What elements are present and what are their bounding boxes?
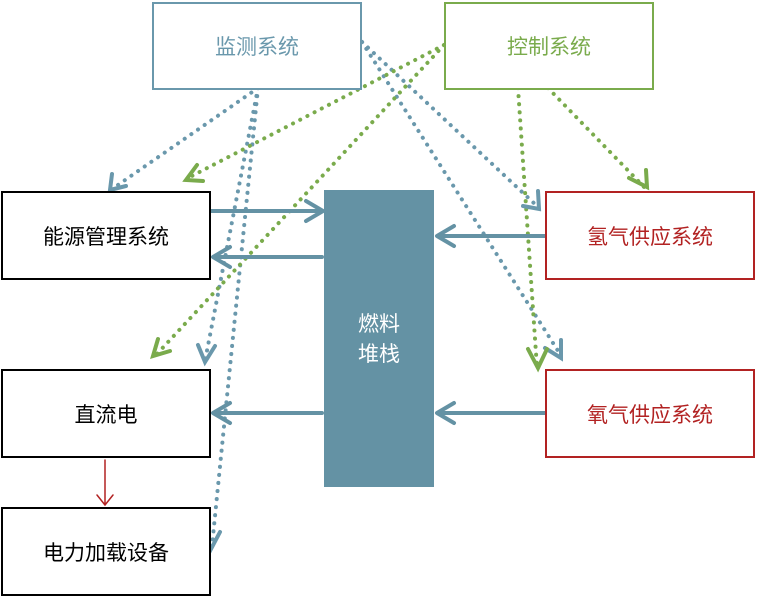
edge-monitor-dc [203,86,260,363]
edge-monitor-h2 [360,40,539,208]
edge-monitor-o2 [360,40,562,356]
arrowhead-monitor-energy [107,172,128,193]
monitor-system-node: 监测系统 [152,2,362,90]
hydrogen-supply-label: 氢气供应系统 [587,224,713,249]
monitor-system-label: 监测系统 [215,35,299,59]
fuel-stack-label-line1: 燃料 [358,311,400,336]
arrow-o2-to-stack [435,401,549,425]
arrowhead-control-dc [150,337,172,359]
control-system-node: 控制系统 [444,2,654,90]
oxygen-supply-node: 氧气供应系统 [545,369,755,458]
energy-management-node: 能源管理系统 [1,191,211,280]
fuel-stack-label-line2: 堆栈 [358,341,400,366]
edge-monitor-load [210,86,260,548]
arrowhead-control-o2 [526,347,549,373]
oxygen-supply-label: 氧气供应系统 [587,402,713,427]
arrow-stack-to-energy [211,245,324,269]
hydrogen-supply-node: 氢气供应系统 [545,191,755,280]
edge-monitor-energy [113,86,260,189]
energy-management-label: 能源管理系统 [43,224,169,249]
edge-control-o2 [516,86,539,370]
direct-current-node: 直流电 [1,369,211,458]
direct-current-label: 直流电 [74,402,138,427]
arrowhead-monitor-h2 [521,189,542,212]
arrow-dc-to-load [96,459,114,507]
edge-control-dc [154,43,446,357]
arrowhead-control-energy [182,163,205,183]
arrowhead-monitor-o2 [543,338,563,362]
arrowhead-control-h2 [627,168,650,191]
arrow-energy-to-stack [206,199,325,223]
arrow-stack-to-dc [211,401,324,425]
fuel-stack-node: 燃料 堆栈 [324,190,434,487]
edge-control-energy [186,43,446,180]
arrow-h2-to-stack [435,224,549,248]
power-load-device-node: 电力加载设备 [1,507,211,596]
arrowhead-monitor-dc [196,343,217,367]
edge-control-h2 [546,86,647,190]
power-load-device-label: 电力加载设备 [43,540,169,565]
control-system-label: 控制系统 [507,35,591,59]
